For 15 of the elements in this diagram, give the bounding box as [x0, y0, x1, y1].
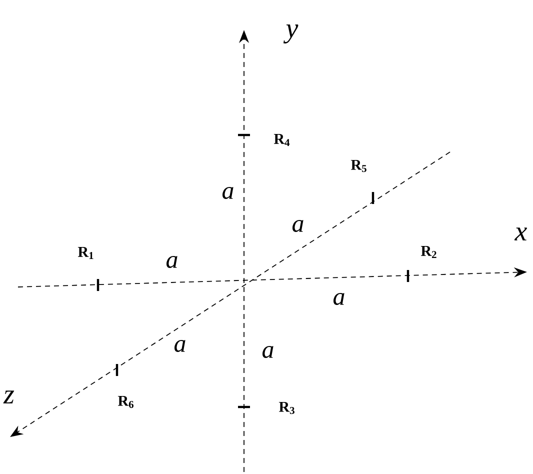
point-label: R$_{4}$ [274, 134, 290, 146]
length-label: a [292, 220, 304, 232]
point-label: R$_{6}$ [118, 396, 134, 408]
axis-label: z [3, 390, 14, 404]
axis-label: x [514, 228, 527, 240]
length-label: a [222, 187, 234, 199]
length-label: a [262, 346, 274, 358]
point-label: R$_{2}$ [420, 246, 436, 258]
length-label: a [166, 256, 178, 268]
point-label: R$_{5}$ [350, 160, 366, 172]
length-label: a [174, 340, 186, 352]
length-label: a [334, 293, 344, 305]
point-label: R$_{1}$ [78, 247, 94, 259]
axis-label: y [283, 24, 298, 44]
point-label: R$_{3}$ [278, 402, 294, 414]
